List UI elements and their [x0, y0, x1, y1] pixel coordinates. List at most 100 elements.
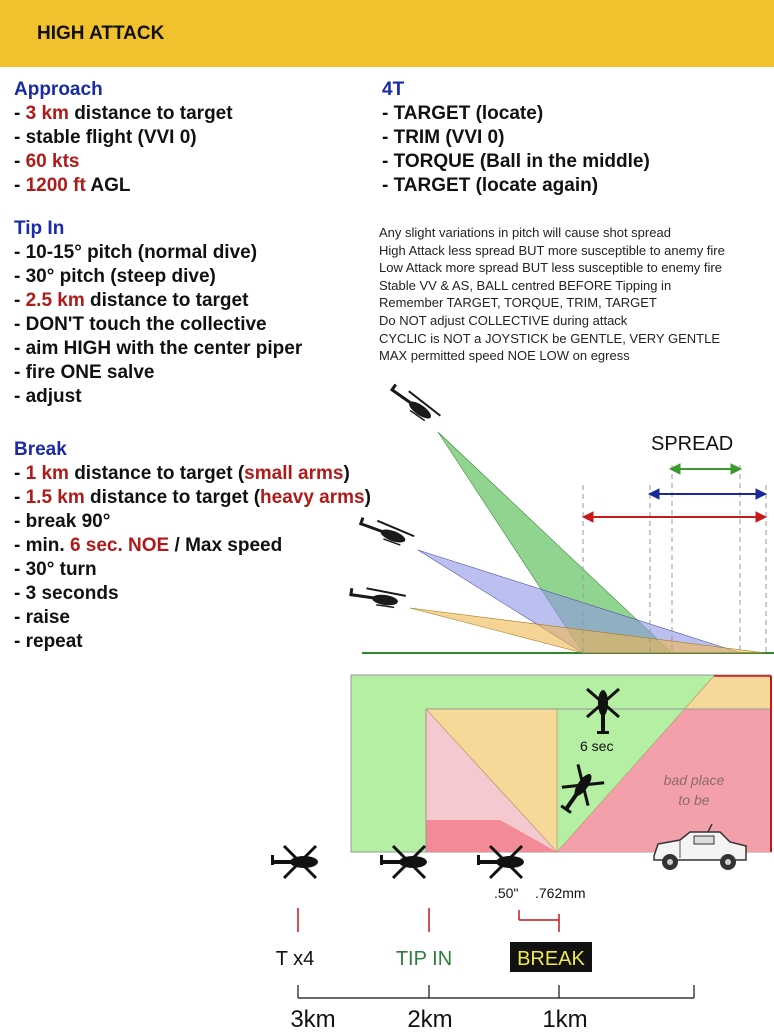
- list-item-text: distance to target (: [68, 463, 245, 484]
- safe-zone-right: [685, 676, 771, 709]
- list-item-text: - repeat: [14, 631, 83, 652]
- highlight-value: 2.5 km: [25, 290, 85, 311]
- t4-marker: T x4: [276, 948, 315, 970]
- list-item-text: -: [14, 487, 26, 508]
- list-item-text: -: [14, 463, 26, 484]
- highlight-value: heavy arms: [260, 487, 365, 508]
- header-bar: HIGH ATTACK: [0, 0, 774, 67]
- list-item: - 30° pitch (steep dive): [14, 265, 302, 289]
- low-helicopter-icon: [347, 585, 408, 610]
- list-item-text: - 3 seconds: [14, 583, 119, 604]
- list-item-text: - aim HIGH with the center piper: [14, 338, 303, 359]
- list-item: - fire ONE salve: [14, 361, 302, 385]
- approach-section: Approach - 3 km distance to target- stab…: [14, 78, 233, 198]
- notes-block: Any slight variations in pitch will caus…: [379, 224, 725, 365]
- helicopter-t4-icon: [269, 844, 320, 880]
- list-item-text: ): [364, 487, 371, 508]
- list-item-text: distance to target (: [84, 487, 261, 508]
- list-item: - 3 seconds: [14, 582, 371, 606]
- break-section: Break - 1 km distance to target (small a…: [14, 438, 371, 654]
- highlight-value: small arms: [244, 463, 344, 484]
- page-title: HIGH ATTACK: [37, 23, 165, 44]
- list-item: - TORQUE (Ball in the middle): [382, 150, 650, 174]
- note-line: Any slight variations in pitch will caus…: [379, 225, 671, 240]
- cal50-label: .50": [494, 885, 518, 901]
- fourt-title: 4T: [382, 79, 405, 100]
- weapon-range-bracket: [518, 910, 560, 926]
- break-marker-box: [510, 942, 592, 972]
- list-item-text: - TORQUE (Ball in the middle): [382, 151, 650, 172]
- list-item: - TARGET (locate): [382, 102, 650, 126]
- red-spread-arrow: [581, 511, 768, 523]
- list-item-text: distance to target: [84, 290, 249, 311]
- mid-helicopter-icon: [356, 514, 416, 550]
- list-item-text: - break 90°: [14, 511, 111, 532]
- list-item: - 60 kts: [14, 150, 233, 174]
- tipin-section: Tip In - 10-15° pitch (normal dive) - 30°…: [14, 217, 302, 409]
- list-item-text: -: [14, 103, 26, 124]
- highlight-value: 60 kts: [25, 151, 80, 172]
- zone-border: [425, 708, 558, 853]
- note-line: High Attack less spread BUT more suscept…: [379, 242, 725, 258]
- list-item: - 1.5 km distance to target (heavy arms): [14, 486, 371, 510]
- approach-title: Approach: [14, 79, 103, 100]
- list-item-text: - raise: [14, 607, 70, 628]
- highlight-value: 3 km: [25, 103, 69, 124]
- list-item: - 2.5 km distance to target: [14, 289, 302, 313]
- list-item-text: - stable flight (VVI 0): [14, 127, 197, 148]
- bad-place-label: bad place: [664, 772, 725, 788]
- list-item-text: / Max speed: [169, 535, 283, 556]
- list-item: - stable flight (VVI 0): [14, 126, 233, 150]
- scale-3km-label: 3km: [290, 1006, 335, 1032]
- scale-1km-label: 1km: [542, 1006, 587, 1032]
- tipin-marker: TIP IN: [396, 948, 452, 970]
- six-sec-label: 6 sec: [580, 738, 613, 754]
- highlight-value: 1 km: [25, 463, 69, 484]
- approach-list: - 3 km distance to target- stable flight…: [14, 102, 233, 198]
- list-item-text: - adjust: [14, 386, 82, 407]
- list-item-text: - DON'T touch the collective: [14, 314, 267, 335]
- note-line: Do NOT adjust COLLECTIVE during attack: [379, 312, 628, 328]
- green-spread-arrow: [668, 463, 743, 475]
- blue-spread-arrow: [647, 488, 768, 500]
- low-attack-cone: [409, 607, 767, 654]
- highlight-value: 1200 ft: [25, 175, 86, 196]
- list-item-text: - 10-15° pitch (normal dive): [14, 242, 258, 263]
- enemy-vehicle-icon: [653, 823, 747, 870]
- list-item-text: ): [343, 463, 350, 484]
- list-item-text: - TRIM (VVI 0): [382, 127, 505, 148]
- distance-scale: [297, 985, 695, 999]
- break-title: Break: [14, 439, 67, 460]
- list-item: - 10-15° pitch (normal dive): [14, 241, 302, 265]
- tipin-title: Tip In: [14, 218, 65, 239]
- spread-label: SPREAD: [651, 433, 733, 455]
- list-item-text: - fire ONE salve: [14, 362, 155, 383]
- list-item-text: - 30° turn: [14, 559, 97, 580]
- list-item: - 1200 ft AGL: [14, 174, 233, 198]
- high-helicopter-icon: [386, 380, 443, 428]
- note-line: Low Attack more spread BUT less suscepti…: [379, 260, 722, 276]
- list-item: - raise: [14, 606, 371, 630]
- bad-place-label: to be: [678, 792, 709, 808]
- zone-border: [556, 675, 715, 853]
- list-item: - aim HIGH with the center piper: [14, 337, 302, 361]
- note-line: Stable VV & AS, BALL centred BEFORE Tipp…: [379, 277, 672, 293]
- tipin-list: - 10-15° pitch (normal dive) - 30° pitch …: [14, 241, 302, 409]
- list-item: - repeat: [14, 630, 371, 654]
- list-item-text: AGL: [85, 175, 131, 196]
- fourt-list: - TARGET (locate) - TRIM (VVI 0) - TORQUE …: [382, 102, 650, 198]
- list-item-text: -: [14, 151, 26, 172]
- list-item: - break 90°: [14, 510, 371, 534]
- highlight-value: 1.5 km: [25, 487, 85, 508]
- break-list: - 1 km distance to target (small arms)- …: [14, 462, 371, 654]
- list-item-text: - TARGET (locate again): [382, 175, 599, 196]
- list-item-text: - 30° pitch (steep dive): [14, 266, 216, 287]
- danger-zone-lower: [426, 820, 557, 852]
- highlight-value: 6 sec. NOE: [69, 535, 170, 556]
- list-item-text: - TARGET (locate): [382, 103, 544, 124]
- note-line: MAX permitted speed NOE LOW on egress: [379, 348, 630, 364]
- list-item-text: -: [14, 175, 26, 196]
- list-item: - DON'T touch the collective: [14, 313, 302, 337]
- list-item: - 30° turn: [14, 558, 371, 582]
